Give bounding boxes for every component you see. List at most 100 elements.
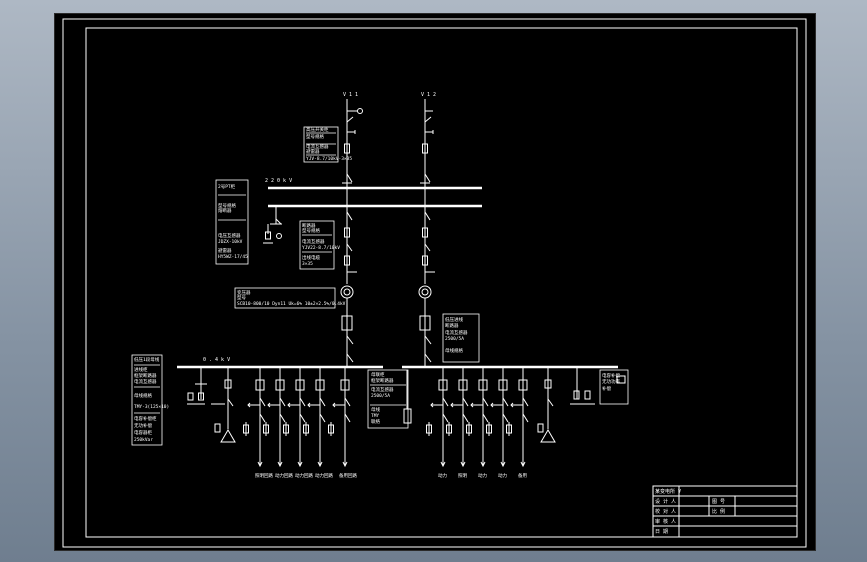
lv-center-box: 母联柜 框架断路器 电流互感器 2500/5A 母线 TMY 联络 [367, 369, 412, 429]
svg-text:无功功率: 无功功率 [602, 378, 620, 385]
svg-text:电流互感器: 电流互感器 [306, 143, 329, 150]
hv-bus: 2 2 0 k V 2号PT柜 型号规格 熔断器 电压互感器 JDZX-10kV… [215, 178, 482, 265]
svg-text:日 期: 日 期 [655, 529, 668, 535]
incoming-line-2: V 1 2 [421, 92, 436, 189]
svg-text:熔断器: 熔断器 [218, 207, 232, 214]
svg-text:型号: 型号 [237, 294, 246, 301]
svg-text:照明: 照明 [458, 473, 467, 479]
svg-text:框架断路器: 框架断路器 [371, 377, 394, 384]
svg-text:动力: 动力 [438, 472, 447, 479]
transformer-2-label-box [442, 313, 480, 363]
svg-text:变压器: 变压器 [237, 289, 251, 296]
electrical-single-line-diagram: V 1 1 高压开关柜 型号规格 电流互感器 避雷器 YJV-8.7/10kV-… [62, 18, 807, 548]
svg-text:TMY: TMY [371, 413, 379, 419]
svg-text:电流互感器: 电流互感器 [445, 329, 468, 336]
feeder-1: 断路器 型号规格 电流互感器 YJV22-8.7/10kV 出线电缆 3×35 … [234, 206, 357, 367]
svg-text:HY5WZ-17/45: HY5WZ-17/45 [218, 254, 248, 260]
svg-text:避雷器: 避雷器 [218, 247, 232, 254]
title-block: 某变电所 ¥ 设 计 人 图 号 校 对 人 比 例 审 核 人 日 期 [652, 485, 798, 538]
svg-text:2500/5A: 2500/5A [371, 393, 390, 399]
svg-text:动力回路: 动力回路 [315, 472, 333, 479]
svg-text:照明回路: 照明回路 [255, 472, 273, 479]
svg-text:低压1段母线: 低压1段母线 [134, 356, 160, 363]
inner-frame [85, 27, 798, 538]
svg-text:出线电缆: 出线电缆 [302, 254, 320, 261]
hv-bus-label: 2 2 0 k V [265, 178, 292, 184]
svg-text:2号PT柜: 2号PT柜 [218, 183, 236, 190]
svg-text:YJV22-8.7/10kV: YJV22-8.7/10kV [302, 245, 340, 251]
lv-right-feeder-1 [426, 367, 449, 468]
svg-text:动力: 动力 [498, 472, 507, 479]
lv-left-legend-box [131, 354, 163, 446]
lv-bus-right: 电容补偿 无功功率 补偿 [402, 365, 629, 443]
feeder-2: 低压进线 断路器 电流互感器 2500/5A 母线规格 [418, 206, 480, 367]
svg-text:备用: 备用 [518, 472, 527, 479]
svg-text:YJV-8.7/10kV-3×35: YJV-8.7/10kV-3×35 [306, 156, 352, 162]
svg-text:备用回路: 备用回路 [339, 472, 357, 479]
svg-text:JDZX-10kV: JDZX-10kV [218, 239, 243, 245]
lv-left-feeder-1 [243, 367, 266, 468]
svg-text:断路器: 断路器 [302, 222, 316, 229]
svg-text:设 计 人: 设 计 人 [655, 498, 676, 505]
lv-left-feeder-3 [283, 367, 306, 468]
incoming-line-1: V 1 1 高压开关柜 型号规格 电流互感器 避雷器 YJV-8.7/10kV-… [303, 92, 363, 189]
svg-text:250kVar: 250kVar [134, 437, 153, 443]
svg-text:无功补偿: 无功补偿 [134, 422, 152, 429]
incoming-line-1-label: V 1 1 [343, 92, 358, 98]
svg-text:母线: 母线 [371, 406, 380, 413]
svg-text:电流互感器: 电流互感器 [371, 386, 394, 393]
svg-text:框架断路器: 框架断路器 [134, 372, 157, 379]
svg-text:某变电所 ¥: 某变电所 ¥ [655, 488, 681, 495]
svg-text:高压开关柜: 高压开关柜 [306, 126, 329, 133]
lv-left-feeder-5 [328, 367, 351, 468]
svg-text:校 对 人: 校 对 人 [655, 508, 676, 515]
svg-text:型号规格: 型号规格 [218, 202, 236, 209]
svg-text:3×35: 3×35 [302, 261, 313, 267]
svg-text:母线规格: 母线规格 [445, 347, 463, 354]
svg-text:电容补偿柜: 电容补偿柜 [134, 415, 157, 422]
outer-frame [62, 18, 807, 548]
capacitor-bank-right-icon [540, 429, 556, 443]
lv-left-feeders [243, 367, 351, 468]
svg-text:电流互感器: 电流互感器 [302, 238, 325, 245]
capacitor-bank-left-icon [220, 429, 236, 443]
svg-text:动力回路: 动力回路 [275, 472, 293, 479]
svg-text:动力: 动力 [478, 472, 487, 479]
svg-text:电容器柜: 电容器柜 [134, 429, 152, 436]
transformer-1-label-box [234, 287, 336, 309]
lv-right-feeder-4 [486, 367, 509, 468]
svg-text:比 例: 比 例 [712, 508, 725, 515]
lv-right-feeder-labels: 动力 照明 动力 动力 备用 [438, 472, 527, 479]
svg-text:型号规格: 型号规格 [306, 133, 324, 140]
svg-text:断路器: 断路器 [445, 322, 459, 329]
cad-viewport[interactable]: V 1 1 高压开关柜 型号规格 电流互感器 避雷器 YJV-8.7/10kV-… [54, 13, 816, 551]
lv-right-feeder-3 [466, 367, 489, 468]
svg-text:补偿: 补偿 [602, 385, 611, 392]
svg-text:母联柜: 母联柜 [371, 371, 385, 378]
lv-left-feeder-labels: 照明回路 动力回路 动力回路 动力回路 备用回路 [255, 472, 357, 479]
transformer-1-icon [340, 285, 354, 299]
lv-right-feeders [426, 367, 529, 468]
hv-feeder-box [299, 220, 335, 270]
incoming-line-1-box [303, 126, 339, 163]
incoming-line-2-label: V 1 2 [421, 92, 436, 98]
svg-text:低压进线: 低压进线 [445, 316, 463, 323]
lv-right-feeder-5 [506, 367, 529, 468]
svg-text:动力回路: 动力回路 [295, 472, 313, 479]
svg-text:SCB10-800/10 Dyn11 Uk=6% 10±2×: SCB10-800/10 Dyn11 Uk=6% 10±2×2.5%/0.4kV [237, 301, 346, 307]
lv-right-feeder-2 [446, 367, 469, 468]
lv-right-box [599, 369, 629, 405]
svg-text:母线规格: 母线规格 [134, 392, 152, 399]
hv-pt-box [215, 179, 249, 265]
svg-text:TMY-3(125×10): TMY-3(125×10) [134, 404, 169, 410]
svg-text:2500/5A: 2500/5A [445, 336, 464, 342]
svg-text:图 号: 图 号 [712, 499, 725, 505]
lv-left-feeder-2 [263, 367, 286, 468]
svg-text:联络: 联络 [371, 418, 380, 425]
svg-text:型号规格: 型号规格 [302, 227, 320, 234]
svg-text:审 核 人: 审 核 人 [655, 518, 676, 525]
lv-bus-left-label: 0 . 4 k V [203, 357, 230, 363]
svg-text:避雷器: 避雷器 [306, 148, 320, 155]
lv-left-feeder-4 [303, 367, 326, 468]
svg-text:进线柜: 进线柜 [134, 366, 148, 373]
